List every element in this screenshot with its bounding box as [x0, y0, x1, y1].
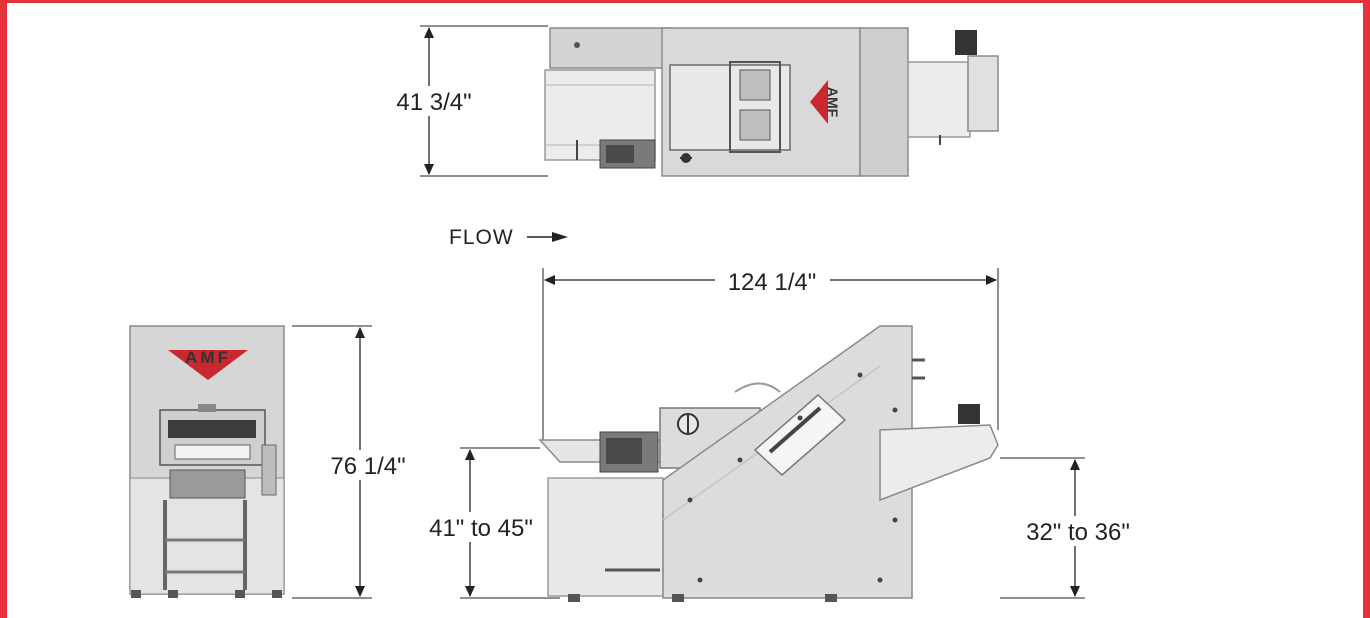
height-dimension-label: 76 1/4" [330, 453, 405, 480]
front-logo: AMF [168, 348, 248, 380]
top-logo-text: AMF [825, 87, 841, 118]
width-dimension: 41 3/4" [384, 25, 548, 177]
outfeed-height-dimension: 32" to 36" [1000, 457, 1148, 599]
length-dimension: 124 1/4" [542, 266, 999, 440]
front-logo-text: AMF [185, 348, 231, 367]
infeed-height-label: 41" to 45" [429, 515, 533, 542]
front-view: AMF [129, 325, 285, 598]
flow-indicator: FLOW [449, 226, 568, 249]
outfeed-height-label: 32" to 36" [1026, 519, 1130, 546]
width-dimension-label: 41 3/4" [396, 89, 471, 116]
arrow-right-icon [527, 232, 568, 242]
flow-label: FLOW [449, 226, 514, 249]
infeed-height-dimension: 41" to 45" [416, 447, 560, 599]
length-dimension-label: 124 1/4" [728, 269, 817, 296]
height-dimension: 76 1/4" [292, 325, 418, 599]
side-view [538, 325, 999, 602]
top-view: AMF [544, 27, 999, 177]
